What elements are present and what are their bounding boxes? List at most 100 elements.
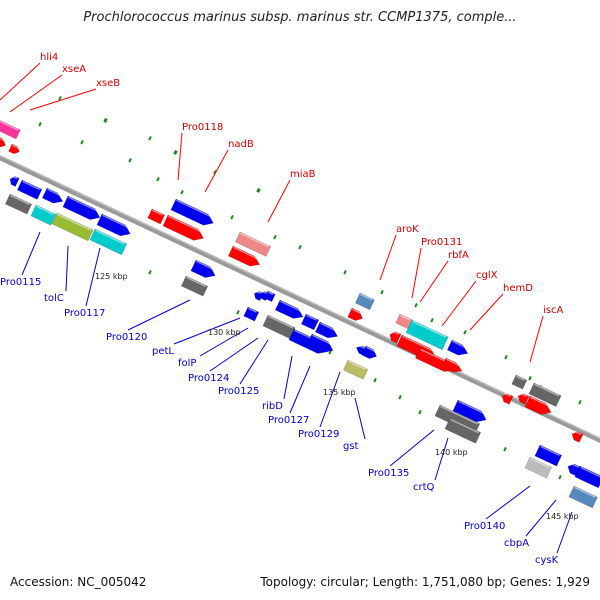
label-connector — [173, 317, 241, 345]
tick-mark — [528, 376, 532, 381]
gene-label-top: nadB — [228, 139, 254, 150]
gene-feature — [342, 359, 369, 380]
gene-label-top: aroK — [396, 224, 419, 235]
gene-feature — [361, 345, 377, 359]
label-connector — [21, 231, 41, 276]
tick-mark — [380, 289, 384, 295]
gene-feature — [243, 306, 260, 322]
gene-feature — [571, 430, 584, 443]
label-connector — [419, 260, 449, 303]
tick-mark — [173, 149, 178, 155]
gene-label-bottom: ribD — [262, 401, 283, 412]
gene-label-top: iscA — [543, 305, 563, 316]
tick-mark — [256, 188, 261, 193]
gene-feature — [274, 299, 304, 319]
label-connector — [525, 499, 557, 537]
gene-feature — [8, 143, 20, 155]
gene-feature — [517, 392, 530, 405]
label-connector — [389, 429, 435, 467]
tick-mark — [504, 354, 508, 360]
scale-label: 140 kbp — [435, 448, 468, 457]
tick-mark — [298, 245, 302, 250]
gene-label-bottom: tolC — [44, 293, 64, 304]
gene-label-top: hemD — [503, 283, 533, 294]
gene-feature — [41, 187, 64, 204]
label-connector — [441, 280, 477, 327]
label-connector — [434, 437, 449, 481]
gene-feature — [574, 465, 600, 489]
gene-feature — [444, 417, 482, 444]
label-connector — [85, 247, 101, 307]
tick-mark — [414, 303, 418, 308]
gene-feature — [501, 392, 514, 405]
gene-feature — [147, 208, 165, 225]
tick-mark — [236, 310, 240, 315]
gene-label-top: xseB — [96, 78, 120, 89]
gene-label-bottom: crtQ — [413, 482, 435, 493]
tick-mark — [148, 270, 152, 275]
tick-mark — [418, 410, 422, 415]
label-connector — [65, 245, 69, 292]
gene-feature — [347, 307, 363, 321]
gene-feature — [0, 134, 6, 148]
gene-label-bottom: Pro0127 — [268, 415, 309, 426]
label-connector — [267, 179, 291, 223]
gene-labels: hli4xseAxseBPro0118nadBmiaBaroKPro0131rb… — [0, 52, 563, 566]
gene-feature — [314, 321, 338, 339]
label-connector — [289, 365, 311, 414]
gene-label-bottom: Pro0115 — [0, 277, 41, 288]
map-title: Prochlorococcus marinus subsp. marinus s… — [83, 10, 517, 25]
gene-feature — [190, 259, 216, 278]
tick-mark — [148, 136, 152, 141]
label-connector — [29, 88, 97, 111]
gene-label-bottom: petL — [152, 346, 174, 357]
gene-feature — [524, 456, 553, 479]
gene-label-top: rbfA — [448, 250, 469, 261]
gene-feature — [405, 319, 449, 351]
label-connector — [283, 355, 293, 400]
gene-label-bottom: Pro0120 — [106, 332, 147, 343]
gene-label-bottom: Pro0135 — [368, 468, 409, 479]
topology-label: Topology: circular; Length: 1,751,080 bp… — [260, 575, 590, 589]
tick-mark — [503, 446, 507, 452]
gene-label-bottom: folP — [178, 358, 196, 369]
gene-feature — [30, 204, 57, 226]
gene-feature — [264, 290, 276, 302]
gene-label-bottom: Pro0125 — [218, 386, 259, 397]
gene-feature — [89, 228, 127, 256]
tick-mark — [103, 118, 108, 123]
gene-feature — [306, 333, 334, 353]
label-connector — [379, 234, 397, 281]
gene-label-top: hli4 — [40, 52, 58, 63]
tick-mark — [80, 140, 84, 145]
label-connector — [354, 397, 366, 440]
gene-label-top: Pro0131 — [421, 237, 462, 248]
scale-label: 125 kbp — [95, 272, 128, 281]
gene-feature — [528, 382, 562, 407]
tick-mark — [230, 215, 234, 220]
gene-feature — [389, 330, 402, 344]
label-connector — [239, 339, 269, 385]
tick-mark — [463, 330, 467, 335]
gene-feature — [511, 374, 528, 390]
gene-label-top: miaB — [290, 169, 316, 180]
gene-feature — [227, 245, 261, 267]
tick-mark — [578, 399, 582, 405]
label-connector — [9, 74, 63, 113]
tick-mark — [558, 475, 562, 480]
gene-feature — [170, 198, 214, 226]
label-connectors — [0, 62, 573, 554]
tick-mark — [398, 395, 402, 400]
gene-label-bottom: cysK — [535, 555, 559, 566]
gene-feature — [262, 314, 296, 339]
gene-feature — [234, 231, 272, 257]
tick-mark — [180, 189, 184, 195]
gene-label-bottom: Pro0129 — [298, 429, 339, 440]
tick-mark — [273, 234, 277, 240]
gene-feature — [96, 213, 131, 237]
gene-label-bottom: cbpA — [504, 538, 529, 549]
label-connector — [204, 149, 229, 193]
tick-mark — [328, 350, 332, 355]
